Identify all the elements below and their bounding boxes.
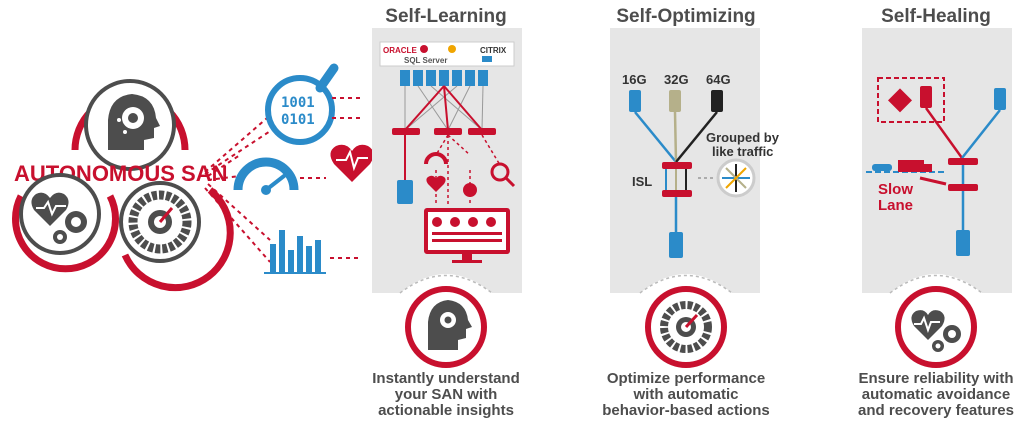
vendor-sqlserver: SQL Server: [404, 56, 447, 65]
self-learning-icon: [405, 286, 487, 368]
self-optimizing-icon: [645, 286, 727, 368]
bar-chart-icon: [264, 230, 326, 274]
vendor-citrix: CITRIX: [480, 46, 507, 55]
isolation-box: [877, 77, 945, 123]
panel-self-healing: Self-Healing Slow Lane: [858, 6, 1014, 419]
storage-icon: [669, 232, 683, 258]
svg-text:behavior-based actions: behavior-based actions: [602, 402, 770, 419]
panel-background: [862, 28, 1012, 293]
truck-icon: [898, 160, 932, 172]
gear-icon: [53, 211, 87, 244]
heart-gears-ring: [12, 173, 119, 273]
fan-dashes: [204, 97, 291, 263]
car-icon: [872, 164, 892, 171]
storage-icon: [397, 180, 413, 204]
head-gears-ring: [71, 79, 189, 171]
panel-title: Self-Learning: [385, 6, 506, 27]
grouped-label-line1: Grouped by: [706, 130, 780, 145]
faulty-server: [920, 86, 932, 108]
server-32g: [669, 90, 681, 112]
svg-text:Ensure reliability with: Ensure reliability with: [858, 370, 1013, 387]
monitor-icon: [424, 208, 510, 263]
traffic-group-icon: [716, 158, 756, 198]
panel-caption: Instantly understand your SAN with actio…: [372, 370, 520, 419]
gauge-ring: [119, 181, 234, 292]
server-64g: [711, 90, 723, 112]
svg-text:automatic avoidance: automatic avoidance: [862, 386, 1010, 403]
server-row: [400, 70, 488, 86]
svg-text:Instantly understand: Instantly understand: [372, 370, 520, 387]
server: [994, 88, 1006, 110]
storage-icon: [956, 230, 970, 256]
panel-self-optimizing: Self-Optimizing 16G 32G 64G ISL Grouped …: [602, 6, 779, 419]
speedometer-icon: [233, 157, 299, 195]
panel-title: Self-Optimizing: [616, 6, 755, 27]
svg-text:your SAN with: your SAN with: [395, 386, 498, 403]
panel-self-learning: Self-Learning ORACLE CITRIX SQL Server: [372, 6, 522, 419]
svg-text:actionable insights: actionable insights: [378, 402, 514, 419]
server-16g: [629, 90, 641, 112]
magnifier-binary-icon: 1001 0101: [265, 63, 339, 145]
autonomous-san-hero: AUTONOMOUS SAN: [12, 63, 374, 292]
svg-text:and recovery features: and recovery features: [858, 402, 1014, 419]
speed-16g: 16G: [622, 72, 647, 87]
heartbeat-icon: [330, 144, 374, 182]
panel-caption: Ensure reliability with automatic avoida…: [858, 370, 1014, 419]
head-gears-icon: [108, 94, 160, 150]
switch-row: [392, 128, 496, 135]
grouped-label-line2: like traffic: [712, 144, 773, 159]
panel-caption: Optimize performance with automatic beha…: [602, 370, 770, 419]
speed-64g: 64G: [706, 72, 731, 87]
svg-text:Optimize performance: Optimize performance: [607, 370, 765, 387]
binary-line-2: 0101: [281, 112, 315, 128]
slow-lane-line1: Slow: [878, 181, 913, 198]
vendor-oracle: ORACLE: [383, 46, 417, 55]
gauge-icon: [128, 190, 192, 254]
isl-label: ISL: [632, 174, 652, 189]
analytics-icons: [424, 152, 516, 197]
slow-lane-line2: Lane: [878, 197, 913, 214]
svg-text:with automatic: with automatic: [632, 386, 738, 403]
panel-title: Self-Healing: [881, 6, 991, 27]
self-healing-icon: [895, 286, 977, 368]
speed-32g: 32G: [664, 72, 689, 87]
binary-line-1: 1001: [281, 95, 315, 111]
